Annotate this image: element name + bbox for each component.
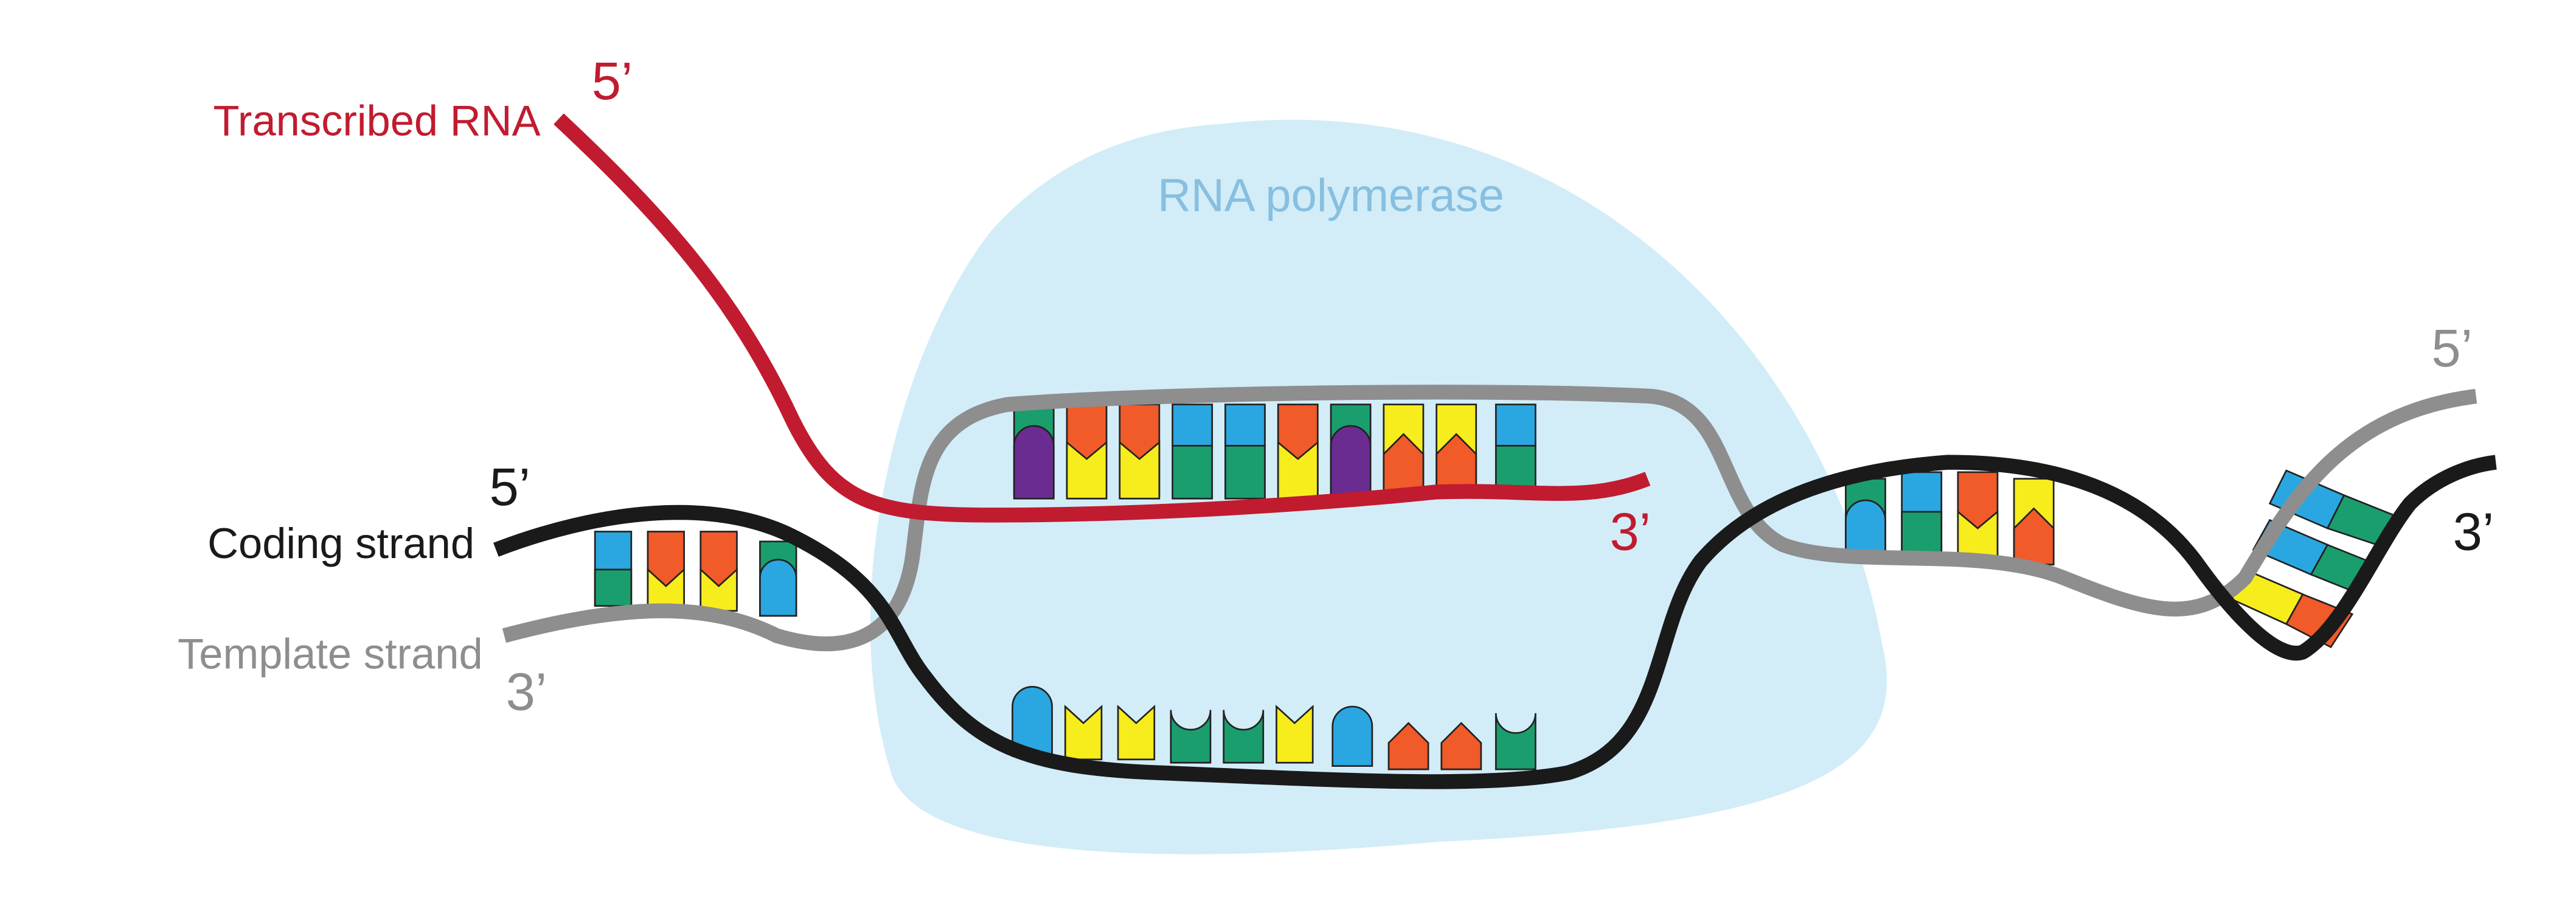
template-3-prime-label: 3’ [506, 662, 547, 721]
lower-bases [1012, 686, 1536, 770]
polymerase-label: RNA polymerase [1158, 170, 1504, 222]
coding-strand-label: Coding strand [207, 519, 474, 567]
coding-3-prime-label: 3’ [2453, 502, 2494, 561]
rna-label: Transcribed RNA [213, 96, 540, 144]
right-base-pairs [1845, 471, 2055, 566]
coding-strand [493, 455, 2497, 789]
template-strand [502, 385, 2477, 652]
coding-5-prime-label: 5’ [490, 458, 531, 517]
transcribed-rna [554, 113, 1651, 523]
left-base-pairs [594, 531, 797, 617]
template-5-prime-label: 5’ [2431, 319, 2473, 378]
rna-polymerase-blob [870, 119, 1887, 854]
template-strand-label: Template strand [178, 630, 483, 678]
rna-5-prime-label: 5’ [592, 52, 633, 111]
rna-3-prime-label: 3’ [1609, 502, 1651, 561]
